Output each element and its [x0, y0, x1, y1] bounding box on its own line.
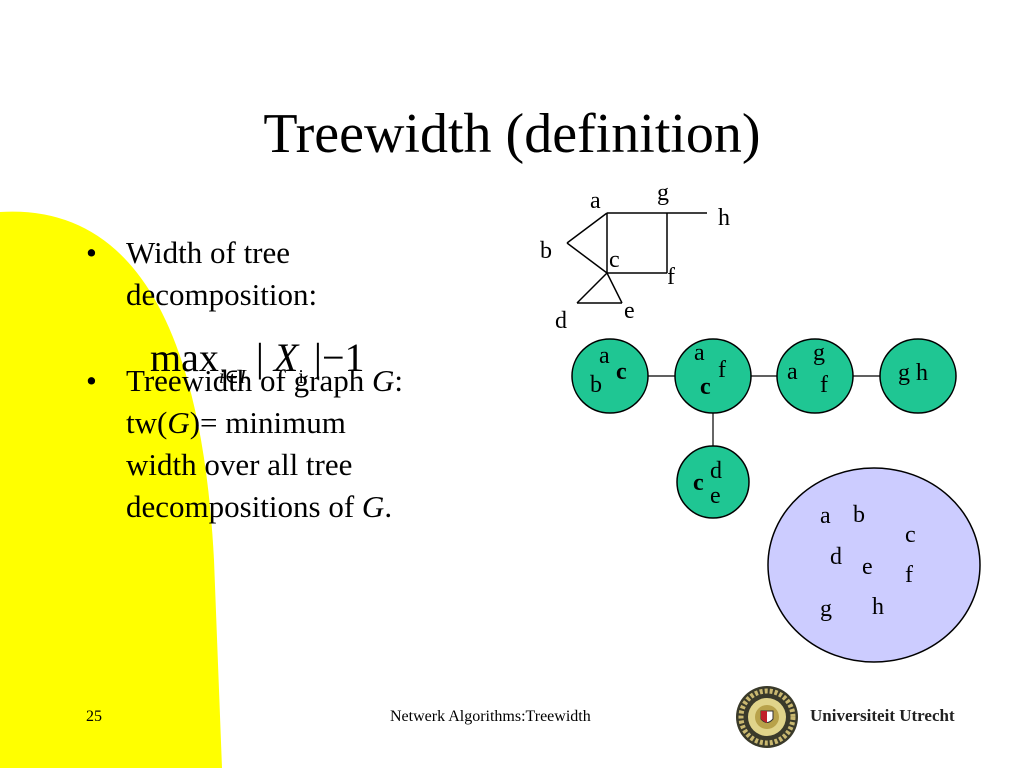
bag3-f: f	[820, 372, 828, 398]
formula-subscript: i∈I	[218, 366, 246, 388]
bullet-dot: •	[86, 235, 97, 270]
vertex-label-e: e	[624, 298, 635, 324]
formula-bar-right: |	[303, 335, 322, 380]
bag-4: g h	[879, 338, 957, 414]
bag2-a: a	[694, 340, 705, 366]
edge-c-e	[606, 272, 623, 304]
single-bag: a b c d e f g h	[767, 467, 981, 663]
bag1-b: b	[590, 372, 602, 398]
single-bag-g: g	[820, 596, 832, 622]
bag5-d: d	[710, 458, 722, 484]
edge-a-b	[566, 212, 608, 244]
vertex-label-g: g	[657, 180, 669, 206]
single-bag-b: b	[853, 502, 865, 528]
bullet-width: • Width of tree decomposition:	[82, 232, 502, 316]
institution-name: Universiteit Utrecht	[810, 706, 955, 725]
bag2-f: f	[718, 357, 726, 383]
slide-title: Treewidth (definition)	[263, 103, 761, 165]
bag2-c: c	[700, 374, 711, 400]
bullet-width-line1: Width of tree	[126, 235, 291, 270]
single-bag-f: f	[905, 562, 913, 588]
edge-c-d	[576, 272, 608, 304]
bag1-c: c	[616, 359, 627, 385]
bag-5: c d e	[676, 445, 750, 519]
single-bag-c: c	[905, 522, 916, 548]
single-bag-a: a	[820, 503, 831, 529]
width-formula: maxi∈I | Xi |−1	[150, 335, 365, 389]
bag3-a: a	[787, 359, 798, 385]
bullet-treewidth-line4: decompositions of G.	[126, 489, 393, 524]
bullet-treewidth-line1: Treewidth of graph G:	[126, 363, 403, 398]
vertex-label-h: h	[718, 205, 730, 231]
vertex-label-b: b	[540, 238, 552, 264]
vertex-label-a: a	[590, 188, 601, 214]
bag4-gh: g h	[898, 360, 928, 386]
bullet-treewidth: • Treewidth of graph G: tw(G)= minimum w…	[82, 360, 502, 528]
vertex-label-f: f	[667, 264, 675, 290]
bullet-treewidth-line3: width over all tree	[126, 447, 353, 482]
bag-3: g a f	[776, 338, 854, 414]
graph-edges	[566, 212, 707, 304]
formula-var: X	[273, 335, 299, 380]
vertex-label-c: c	[609, 247, 620, 273]
single-bag-d: d	[830, 544, 842, 570]
formula-max: max	[150, 335, 219, 380]
page-number: 25	[86, 708, 102, 725]
bag-1: a c b	[571, 338, 649, 414]
single-bag-h: h	[872, 594, 884, 620]
formula-tail: −1	[321, 335, 365, 380]
formula-bar-left: |	[245, 335, 274, 380]
edge-b-c	[566, 242, 608, 274]
vertex-label-d: d	[555, 308, 567, 334]
bag-2: a f c	[674, 338, 752, 414]
university-seal-icon	[736, 686, 798, 748]
bag1-a: a	[599, 343, 610, 369]
bullet-dot: •	[86, 363, 97, 398]
bullet-width-line2: decomposition:	[126, 277, 318, 312]
bag3-g: g	[813, 340, 825, 366]
bag5-e: e	[710, 483, 721, 509]
tree-edges	[648, 375, 880, 446]
bullet-treewidth-line2: tw(G)= minimum	[126, 405, 346, 440]
bullet-list: • Width of tree decomposition: • Treewid…	[82, 232, 502, 528]
footer-title: Netwerk Algorithms:Treewidth	[390, 708, 591, 725]
bag5-c: c	[693, 470, 704, 496]
single-bag-e: e	[862, 554, 873, 580]
formula-var-subscript: i	[298, 366, 304, 388]
